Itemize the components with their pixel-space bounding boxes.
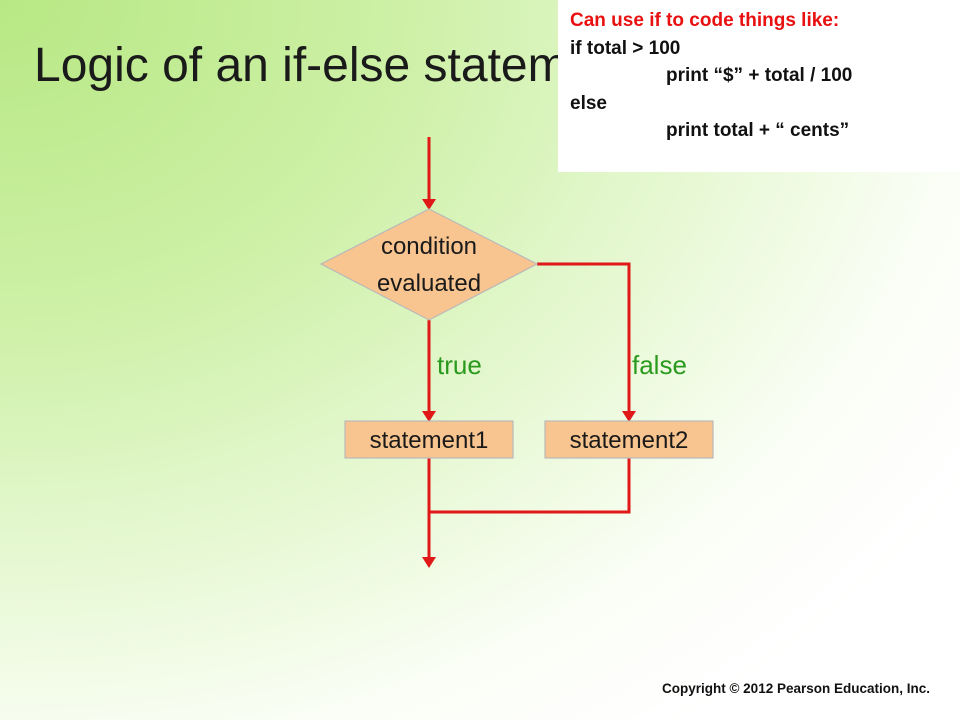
code-heading: Can use if to code things like:	[570, 10, 840, 31]
code-line-print-dollars: print “$” + total / 100	[666, 65, 853, 86]
entry-arrowhead	[422, 199, 436, 210]
exit-arrowhead	[422, 557, 436, 568]
code-line-if: if total > 100	[570, 37, 681, 59]
true-label: true	[437, 350, 482, 380]
code-example-box: Can use if to code things like: if total…	[558, 0, 960, 172]
code-line-print-cents: print total + “ cents”	[666, 120, 850, 141]
statement1-label: statement1	[370, 427, 489, 454]
statement1-box	[344, 420, 514, 459]
copyright-notice: Copyright © 2012 Pearson Education, Inc.	[661, 681, 930, 696]
statement2-box	[544, 420, 714, 459]
decision-diamond	[319, 208, 539, 321]
code-line-else: else	[570, 92, 607, 114]
false-arrowhead	[622, 411, 636, 422]
slide-title: Logic of an if-else statement	[34, 39, 635, 92]
merge-flow-line	[429, 458, 631, 514]
statement2-label: statement2	[570, 427, 689, 454]
true-arrowhead	[422, 411, 436, 422]
false-label: false	[632, 350, 687, 380]
decision-label-line2: evaluated	[377, 270, 481, 297]
false-flow-line	[537, 262, 631, 412]
decision-label-line1: condition	[381, 233, 477, 260]
